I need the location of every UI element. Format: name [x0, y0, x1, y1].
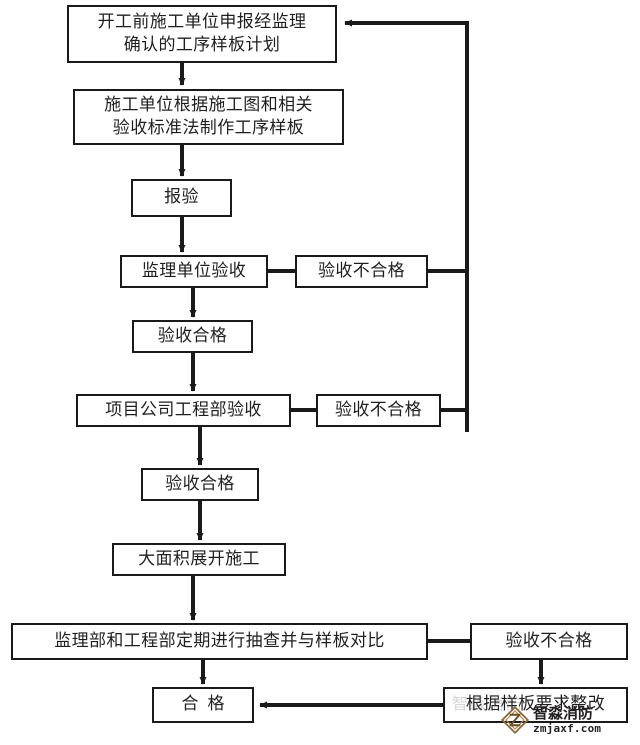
node-acceptance-failed-1[interactable]: 验收不合格: [295, 255, 428, 288]
node-periodic-spot-check-against-sample[interactable]: 监理部和工程部定期进行抽查并与样板对比: [11, 623, 428, 660]
node-label: 项目公司工程部验收: [105, 399, 262, 420]
node-acceptance-passed-1[interactable]: 验收合格: [132, 320, 253, 353]
node-label: 报验: [164, 187, 199, 208]
node-acceptance-passed-2[interactable]: 验收合格: [141, 468, 259, 501]
node-label: 根据样板要求整改: [465, 694, 606, 715]
node-qualified[interactable]: 合格: [152, 687, 254, 723]
node-label: 验收合格: [165, 473, 235, 494]
node-contractor-makes-process-sample[interactable]: 施工单位根据施工图和相关 验收标准法制作工序样板: [73, 89, 344, 145]
node-label: 验收不合格: [335, 399, 422, 420]
node-pre-construction-sample-plan[interactable]: 开工前施工单位申报经监理 确认的工序样板计划: [67, 5, 337, 63]
node-label: 大面积展开施工: [138, 548, 260, 569]
feedback-arrow-to-plan: [344, 19, 469, 271]
node-label: 验收不合格: [505, 630, 593, 651]
node-large-scale-construction[interactable]: 大面积展开施工: [112, 543, 286, 576]
node-supervisor-acceptance[interactable]: 监理单位验收: [120, 255, 268, 288]
node-label: 验收合格: [157, 325, 228, 346]
node-label: 合格: [181, 694, 234, 715]
node-acceptance-failed-3[interactable]: 验收不合格: [470, 623, 628, 660]
node-submit-for-inspection[interactable]: 报验: [131, 179, 232, 217]
node-label: 施工单位根据施工图和相关 验收标准法制作工序样板: [104, 94, 313, 138]
node-rectify-per-sample-requirements[interactable]: 根据样板要求整改: [443, 687, 628, 723]
node-label: 监理单位验收: [141, 260, 247, 281]
node-label: 监理部和工程部定期进行抽查并与样板对比: [54, 630, 385, 651]
node-project-company-engineering-acceptance[interactable]: 项目公司工程部验收: [76, 394, 291, 427]
node-acceptance-failed-2[interactable]: 验收不合格: [316, 394, 441, 427]
node-label: 验收不合格: [318, 260, 405, 281]
node-label: 开工前施工单位申报经监理 确认的工序样板计划: [97, 11, 307, 55]
